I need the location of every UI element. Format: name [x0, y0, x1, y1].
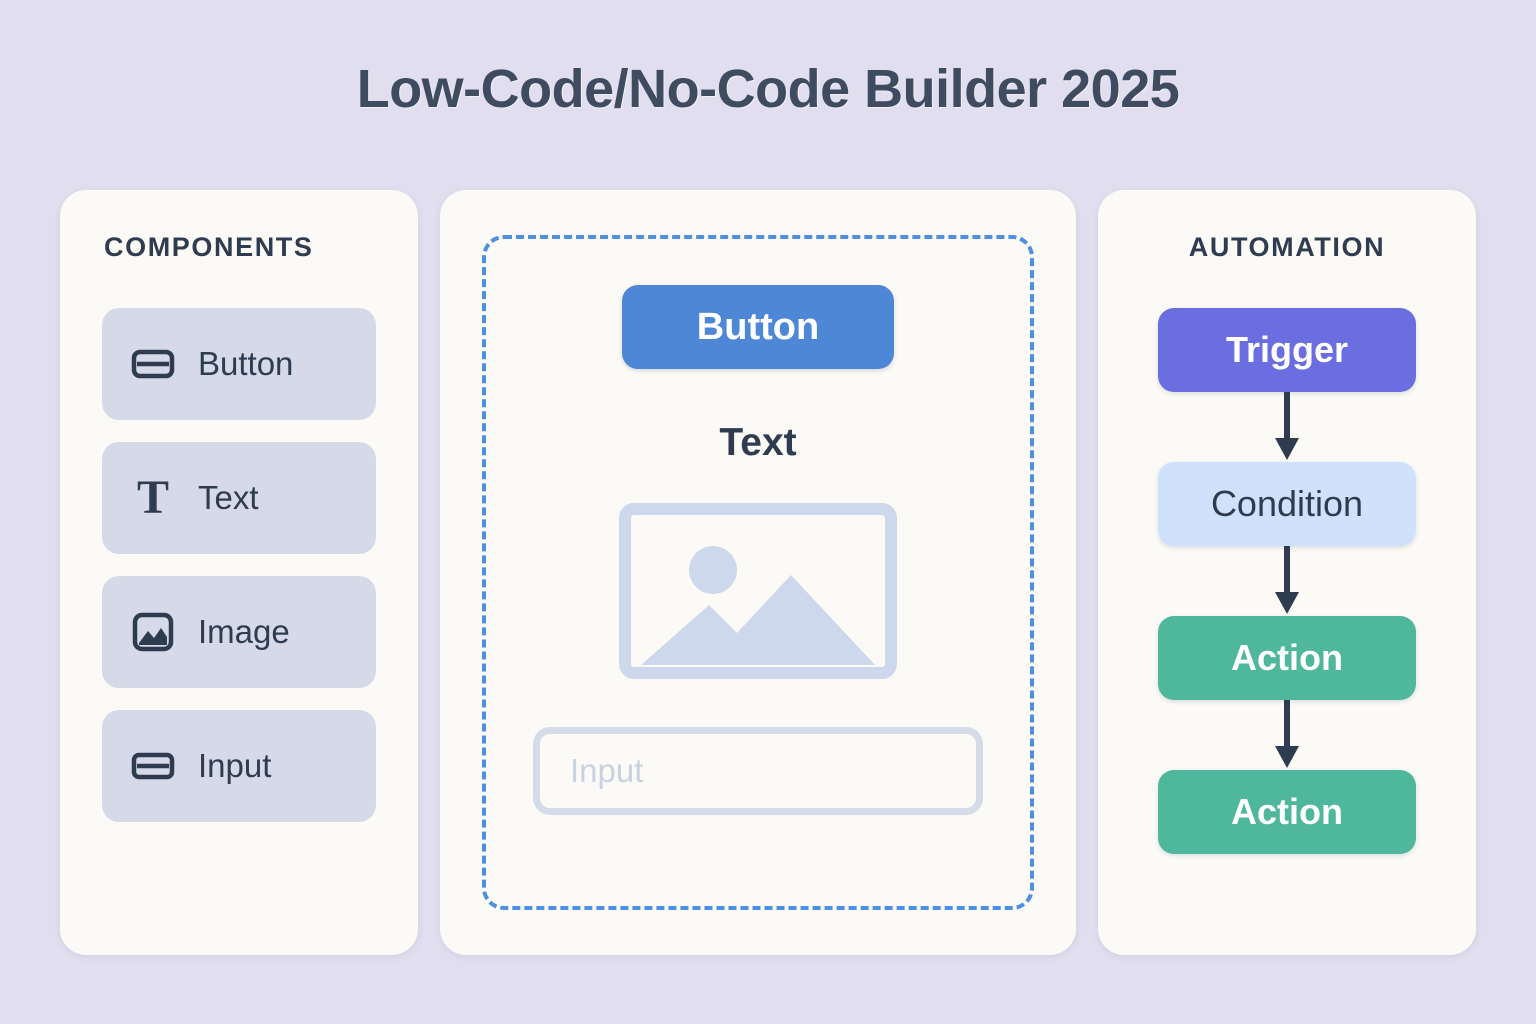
component-list: Button T Text Image Input [102, 308, 376, 822]
flow-node-action-1[interactable]: Action [1158, 616, 1416, 700]
canvas-button-element[interactable]: Button [622, 285, 894, 369]
component-item-label: Button [198, 345, 294, 382]
image-picture-icon [130, 609, 176, 655]
flow-node-condition[interactable]: Condition [1158, 462, 1416, 546]
component-item-text[interactable]: T Text [102, 442, 376, 554]
automation-flow: Trigger Condition Action Action [1158, 308, 1416, 854]
page-title: Low-Code/No-Code Builder 2025 [356, 59, 1180, 119]
arrow-down-icon [1267, 392, 1307, 462]
canvas-input-element[interactable]: Input [533, 727, 983, 815]
arrow-down-icon [1267, 700, 1307, 770]
button-block-icon [130, 341, 176, 387]
component-item-image[interactable]: Image [102, 576, 376, 688]
flow-node-trigger[interactable]: Trigger [1158, 308, 1416, 392]
canvas-panel: Button Text Input [440, 190, 1076, 955]
automation-panel-heading: AUTOMATION [1188, 232, 1386, 262]
components-panel-heading: COMPONENTS [104, 232, 314, 262]
automation-panel: AUTOMATION Trigger Condition Action Acti… [1098, 190, 1476, 955]
component-item-input[interactable]: Input [102, 710, 376, 822]
component-item-label: Input [198, 747, 272, 784]
canvas-dropzone[interactable]: Button Text Input [482, 235, 1034, 910]
input-field-icon [130, 743, 176, 789]
arrow-down-icon [1267, 546, 1307, 616]
component-item-label: Image [198, 613, 290, 650]
canvas-text-element[interactable]: Text [719, 421, 797, 464]
image-placeholder-icon[interactable] [619, 503, 897, 679]
text-t-icon: T [136, 471, 169, 524]
component-item-button[interactable]: Button [102, 308, 376, 420]
flow-node-action-2[interactable]: Action [1158, 770, 1416, 854]
components-panel: COMPONENTS Button T Text Image [60, 190, 418, 955]
component-item-label: Text [198, 479, 259, 516]
